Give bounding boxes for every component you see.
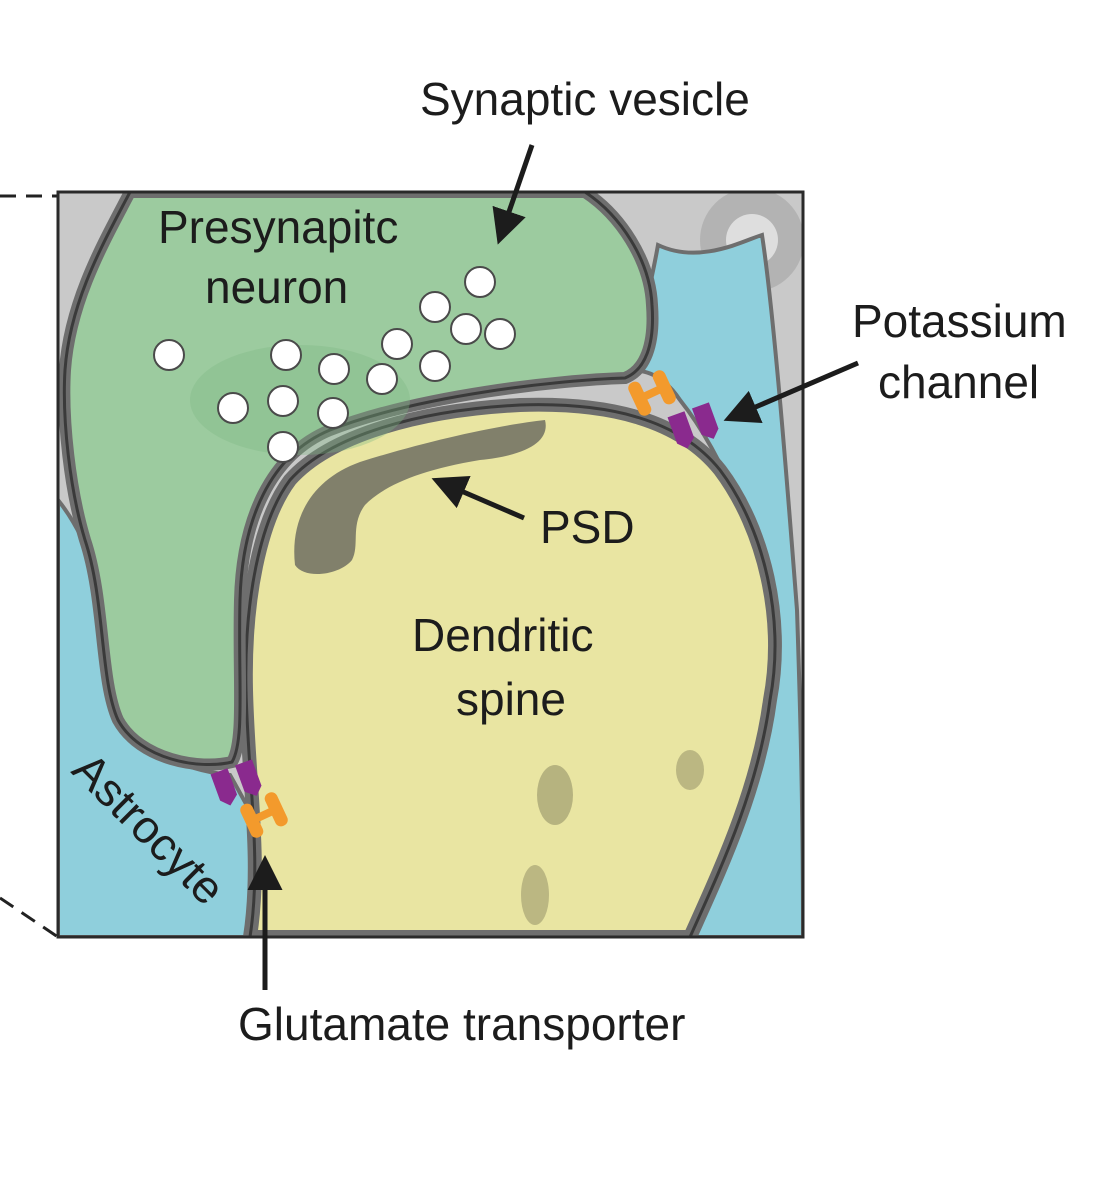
dendritic-spine-label-line1: Dendritic — [412, 609, 594, 661]
vesicle — [217, 392, 249, 424]
vesicle — [419, 350, 451, 382]
potassium-channel-label-line1: Potassium — [852, 295, 1067, 347]
vesicle — [484, 318, 516, 350]
presynaptic-label-line1: Presynapitc — [158, 201, 398, 253]
potassium-channel-bottom — [210, 759, 262, 806]
panel-border — [56, 190, 805, 939]
presynaptic-outline — [62, 192, 655, 766]
vesicle — [450, 313, 482, 345]
zoom-line-bottom — [0, 896, 59, 939]
vesicle — [317, 397, 349, 429]
spine-texture — [537, 765, 573, 825]
dendritic-spine-label-line2: spine — [456, 673, 566, 725]
vesicle — [381, 328, 413, 360]
vesicle — [318, 353, 350, 385]
vesicle — [419, 291, 451, 323]
presynaptic-shading — [190, 345, 410, 455]
vesicle — [464, 266, 496, 298]
vesicle — [153, 339, 185, 371]
glutamate-transporter-top — [628, 370, 676, 416]
vesicle — [267, 385, 299, 417]
synaptic-vesicle-arrow — [492, 144, 535, 245]
potassium-channel-arrow — [723, 360, 859, 424]
vesicle — [270, 339, 302, 371]
presynaptic-label-line2: neuron — [205, 261, 348, 313]
spine-texture — [676, 750, 704, 790]
psd-label: PSD — [540, 501, 635, 553]
psd-arrow — [431, 475, 525, 521]
em-panel: Presynapitc neuron PSD Dendritic spine A… — [58, 192, 803, 937]
potassium-channel-top — [667, 402, 719, 449]
potassium-channel-label-line2: channel — [878, 356, 1039, 408]
glutamate-transporter-label: Glutamate transporter — [238, 998, 685, 1050]
vesicle — [267, 431, 299, 463]
synaptic-vesicle-label: Synaptic vesicle — [420, 73, 750, 125]
vesicle — [366, 363, 398, 395]
spine-texture — [521, 865, 549, 925]
glutamate-transporter-bottom — [240, 792, 288, 838]
synaptic-vesicles — [153, 266, 516, 463]
psd-region — [294, 420, 546, 575]
